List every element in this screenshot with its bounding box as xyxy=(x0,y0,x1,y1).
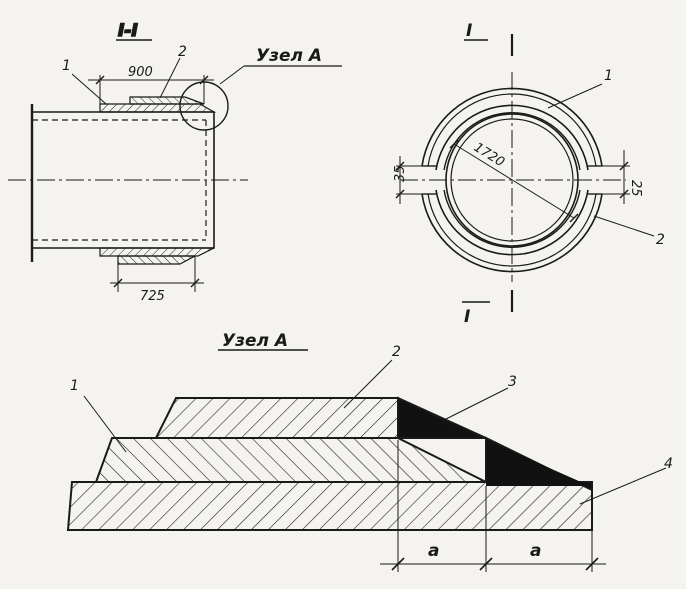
dim-900-tick-left xyxy=(95,75,105,85)
end-callout-2: 2 xyxy=(656,232,665,248)
dim-25-tick-b xyxy=(619,189,629,199)
shell-2-outer xyxy=(435,189,589,256)
node-a-label: Узел А xyxy=(256,46,322,66)
ring-2-outer xyxy=(421,193,603,273)
detail-callout-2-leader xyxy=(343,359,393,409)
end-callout-1: 1 xyxy=(604,68,613,84)
detail-callout-2: 2 xyxy=(392,344,401,360)
callout-2-leader xyxy=(159,57,181,99)
detail-callout-3: 3 xyxy=(508,374,517,390)
pipe-inner-circle xyxy=(450,118,574,242)
dim-900-value: 900 xyxy=(128,65,153,80)
dim-a-tick-1 xyxy=(391,557,405,571)
layer-2-bottom xyxy=(117,255,196,265)
end-callout-2-leader xyxy=(593,215,655,237)
section-view: I-I 900 725 1 2 xyxy=(8,20,342,304)
dim-25-value: 25 xyxy=(628,180,643,197)
layer-2-shell xyxy=(154,397,399,439)
dim-1720-tick-a xyxy=(449,139,459,149)
dim-725-value: 725 xyxy=(140,289,165,304)
callout-1: 1 xyxy=(62,58,71,74)
callout-1-leader xyxy=(71,73,107,105)
section-mark-top: I xyxy=(466,21,472,41)
weld-lower-fill xyxy=(486,440,590,486)
dim-1720-line xyxy=(453,143,575,219)
dim-35-tick-a xyxy=(395,161,405,171)
layer-2-top xyxy=(129,96,205,105)
section-mark-bottom: I xyxy=(464,307,470,327)
detail-view: Узел А a a 1 2 3 4 xyxy=(66,331,673,572)
dim-725-tick-left xyxy=(113,278,123,288)
dim-1720-tick-b xyxy=(569,213,579,223)
ring-1-outer xyxy=(421,87,603,167)
detail-callout-1: 1 xyxy=(70,378,79,394)
section-view-title: I-I xyxy=(118,21,138,41)
detail-callout-4: 4 xyxy=(664,456,673,472)
node-a-leader xyxy=(219,65,245,85)
dim-a-2: a xyxy=(530,541,541,561)
detail-view-title: Узел А xyxy=(222,331,288,351)
detail-callout-4-leader xyxy=(579,467,667,505)
ring-2-inner xyxy=(427,193,597,267)
end-callout-1-leader xyxy=(547,83,603,109)
layer-1-top xyxy=(99,103,217,113)
layer-4-pipe-wall xyxy=(66,481,593,531)
dim-a-tick-2 xyxy=(479,557,493,571)
ring-1-inner xyxy=(427,93,597,167)
detail-callout-3-leader xyxy=(443,387,509,421)
layer-1-bottom xyxy=(99,247,215,257)
weld-upper xyxy=(397,396,487,439)
dim-35-value: 35 xyxy=(393,165,408,182)
dim-35-tick-b xyxy=(395,189,405,199)
dim-25-tick-a xyxy=(619,161,629,171)
dim-725-tick-right xyxy=(190,278,200,288)
dim-a-tick-3 xyxy=(585,557,599,571)
layer-1-shell xyxy=(94,437,487,483)
shell-1-outer xyxy=(435,104,589,171)
callout-2: 2 xyxy=(178,44,187,60)
pipe-outer-circle xyxy=(445,113,579,247)
detail-callout-1-leader xyxy=(83,395,127,453)
dim-a-1: a xyxy=(428,541,439,561)
dim-900-tick-right xyxy=(199,75,209,85)
end-view: I I 1720 xyxy=(393,21,665,327)
